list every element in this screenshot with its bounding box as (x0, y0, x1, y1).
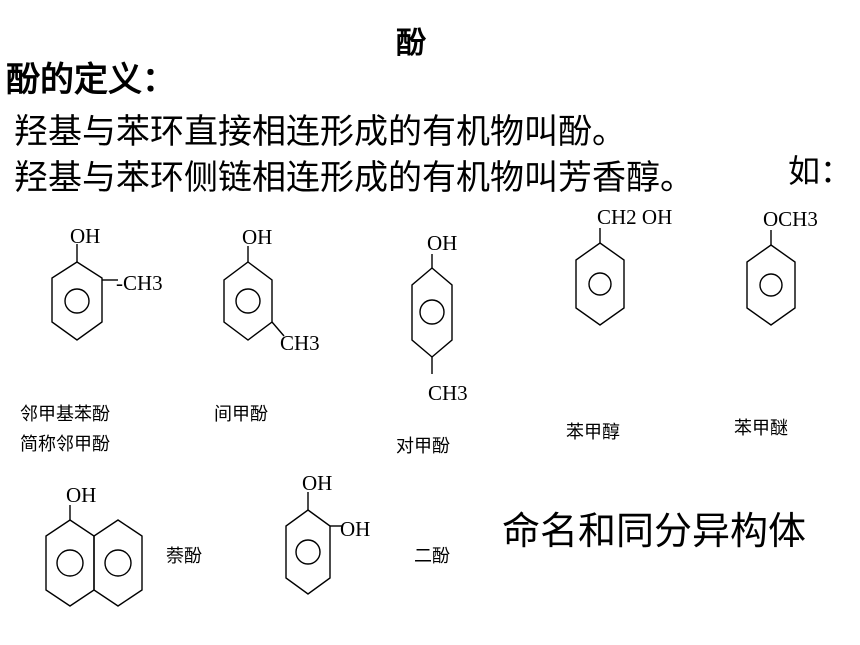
diphenol-top-oh-label: OH (302, 471, 332, 495)
structure-benzyl-alcohol: CH2 OH (575, 205, 672, 326)
structure-naphthol: OH (45, 483, 143, 607)
o-cresol-oh-label: OH (70, 224, 100, 248)
definition-example-suffix: 如： (788, 152, 853, 190)
anisole-caption: 苯甲醚 (734, 418, 788, 439)
o-cresol-caption-line2: 简称邻甲酚 (20, 434, 110, 455)
p-cresol-ch3-label: CH3 (428, 381, 468, 405)
m-cresol-ch3-label: CH3 (280, 331, 320, 355)
page-title: 酚 (396, 26, 426, 61)
m-cresol-oh-label: OH (242, 225, 272, 249)
o-cresol-ch3-label: -CH3 (116, 271, 163, 295)
structure-diphenol: OH OH (285, 471, 370, 595)
p-cresol-caption: 对甲酚 (396, 436, 450, 457)
structure-anisole: OCH3 (746, 207, 818, 326)
anisole-group-label: OCH3 (763, 207, 818, 231)
p-cresol-oh-label: OH (427, 231, 457, 255)
diphenol-side-oh-label: OH (340, 517, 370, 541)
definition-heading: 酚的定义： (6, 60, 176, 100)
definition-line-aromatic-alcohol: 羟基与苯环侧链相连形成的有机物叫芳香醇。 (14, 158, 694, 198)
m-cresol-caption: 间甲酚 (214, 404, 268, 425)
naphthol-caption: 萘酚 (166, 546, 202, 567)
o-cresol-caption-line1: 邻甲基苯酚 (20, 404, 110, 425)
naphthol-oh-label: OH (66, 483, 96, 507)
structure-m-cresol: OH CH3 (223, 225, 320, 355)
naming-note: 命名和同分异构体 (502, 509, 807, 553)
benzyl-alcohol-caption: 苯甲醇 (566, 422, 620, 443)
diphenol-caption: 二酚 (414, 546, 450, 567)
structure-o-cresol: OH -CH3 (51, 224, 163, 341)
definition-line-phenol: 羟基与苯环直接相连形成的有机物叫酚。 (14, 112, 626, 152)
structure-p-cresol: OH CH3 (411, 231, 468, 405)
benzyl-alcohol-group-label: CH2 OH (597, 205, 672, 229)
